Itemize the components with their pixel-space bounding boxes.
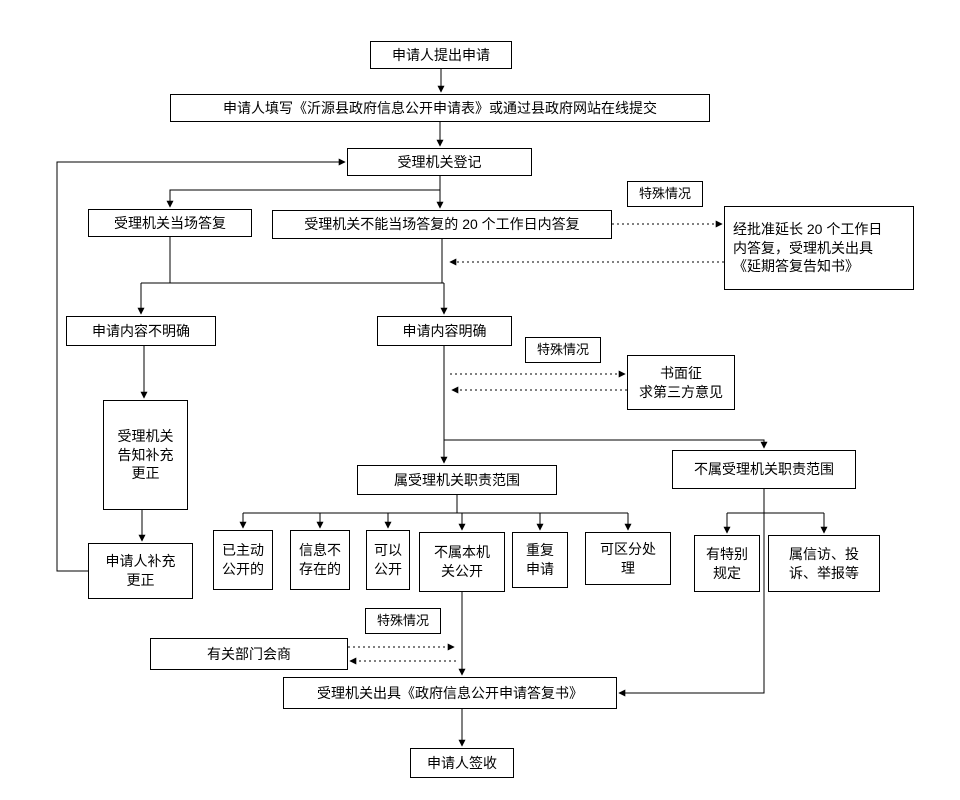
node-petition: 属信访、投 诉、举报等 — [768, 535, 880, 592]
node-dept-consult: 有关部门会商 — [150, 638, 348, 670]
node-not-this-org: 不属本机 关公开 — [419, 532, 505, 592]
dotted-connectors — [348, 220, 724, 665]
node-out-scope: 不属受理机关职责范围 — [672, 450, 856, 489]
node-can-public: 可以 公开 — [366, 530, 410, 590]
node-special-rule: 有特别 规定 — [694, 535, 760, 592]
node-extend-reply: 经批准延长 20 个工作日 内答复，受理机关出具 《延期答复告知书》 — [724, 206, 914, 290]
node-register: 受理机关登记 — [347, 148, 532, 176]
node-not-exist: 信息不 存在的 — [290, 530, 350, 590]
node-fill-form: 申请人填写《沂源县政府信息公开申请表》或通过县政府网站在线提交 — [170, 94, 710, 122]
node-divisible: 可区分处 理 — [585, 532, 671, 585]
node-content-unclear: 申请内容不明确 — [66, 316, 216, 346]
node-notify-supplement: 受理机关 告知补充 更正 — [103, 400, 188, 510]
node-not-onspot-reply: 受理机关不能当场答复的 20 个工作日内答复 — [272, 210, 612, 239]
solid-connectors — [56, 69, 828, 747]
node-content-clear: 申请内容明确 — [377, 316, 512, 346]
node-already-public: 已主动 公开的 — [213, 530, 273, 590]
node-apply: 申请人提出申请 — [370, 41, 512, 69]
node-special-case-1: 特殊情况 — [627, 181, 703, 207]
node-special-case-2: 特殊情况 — [525, 337, 601, 363]
node-repeat-apply: 重复 申请 — [512, 532, 568, 588]
node-in-scope: 属受理机关职责范围 — [357, 465, 557, 495]
node-special-case-3: 特殊情况 — [365, 608, 441, 634]
node-applicant-supplement: 申请人补充 更正 — [88, 543, 193, 599]
node-issue-reply: 受理机关出具《政府信息公开申请答复书》 — [283, 677, 617, 709]
node-third-party: 书面征 求第三方意见 — [627, 355, 735, 410]
node-sign: 申请人签收 — [410, 748, 514, 778]
node-onspot-reply: 受理机关当场答复 — [88, 209, 252, 237]
